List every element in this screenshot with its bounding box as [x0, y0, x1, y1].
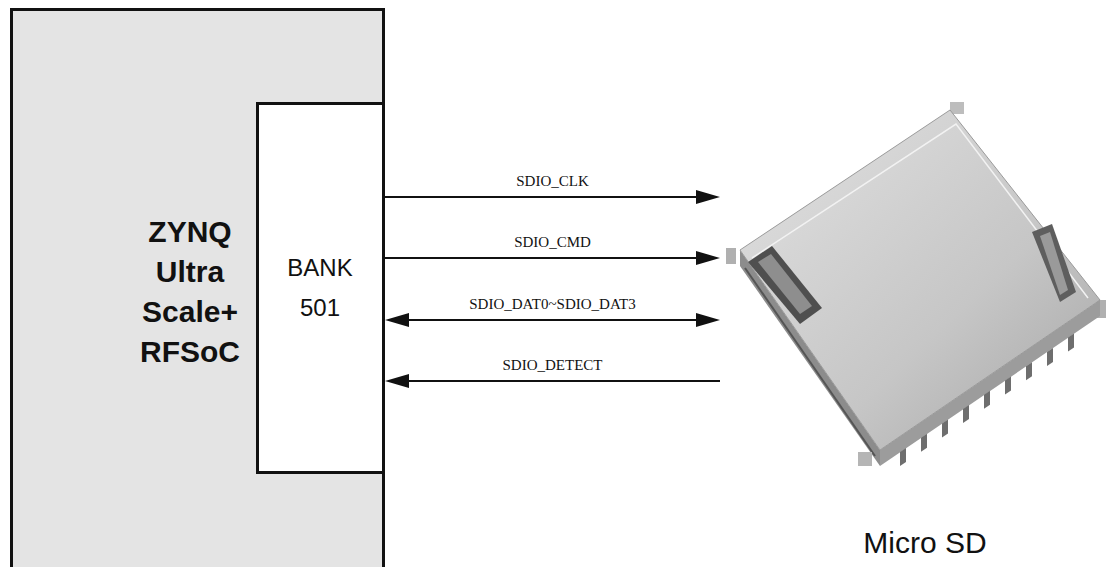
bank-name: BANK 501 — [277, 248, 363, 328]
signal-name: SDIO_CLK — [513, 172, 592, 190]
signal-name: SDIO_DAT0~SDIO_DAT3 — [466, 295, 638, 313]
arrowhead — [696, 251, 720, 265]
microsd-illustration — [720, 100, 1110, 500]
signal-name: SDIO_CMD — [511, 233, 594, 251]
microsd-socket: Micro SD — [720, 100, 1110, 567]
arrowhead — [696, 190, 720, 204]
signal-arrow — [385, 374, 720, 388]
component-label: Micro SD — [840, 525, 1010, 561]
soc-block: BANK 501 ZYNQ Ultra Scale+ RFSoC — [10, 8, 385, 567]
signal-arrow — [385, 313, 720, 327]
arrowhead — [385, 374, 409, 388]
signal-name: SDIO_DETECT — [500, 356, 606, 374]
chip-name: ZYNQ Ultra Scale+ RFSoC — [128, 212, 252, 372]
io-bank-box: BANK 501 — [256, 102, 385, 474]
signal-arrow — [385, 190, 720, 204]
arrowhead — [696, 313, 720, 327]
arrowhead — [385, 313, 409, 327]
signal-arrow — [385, 251, 720, 265]
